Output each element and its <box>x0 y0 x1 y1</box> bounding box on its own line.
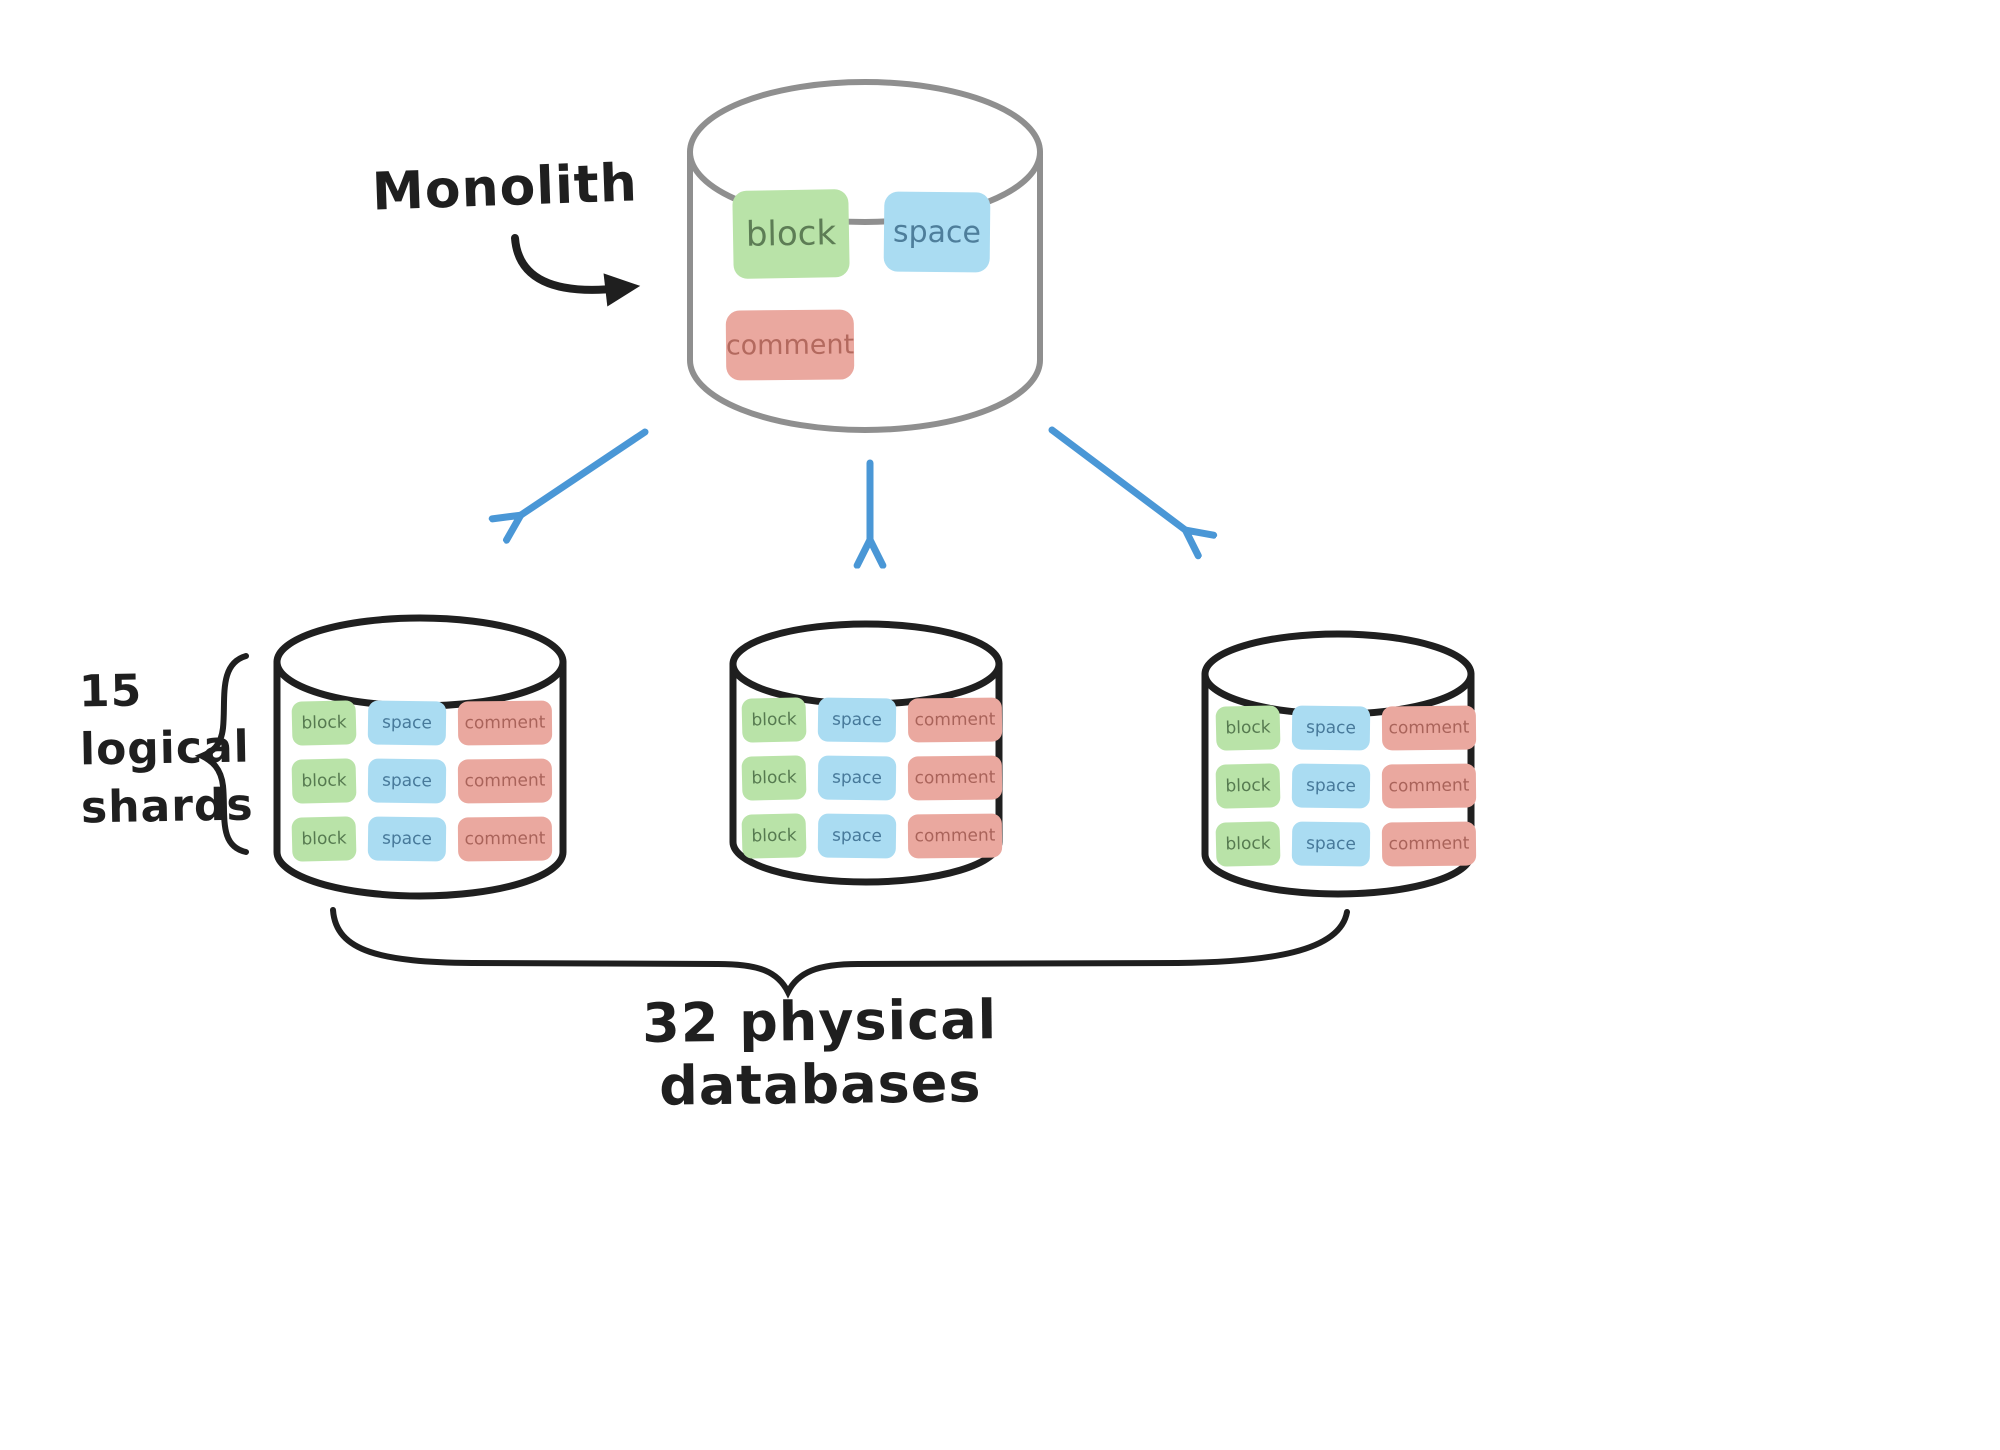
logical-shards-line-1: 15 <box>78 665 143 718</box>
chip-space: space <box>367 700 447 746</box>
chip-block: block <box>741 755 807 801</box>
physical-databases-label: 32 physical databases <box>641 988 998 1118</box>
chip-comment: comment <box>907 813 1003 859</box>
chip-block: block <box>291 700 357 746</box>
monolith-pointer-arrow <box>511 234 641 307</box>
shard-1-cylinder-top <box>273 614 567 710</box>
shard-2-cylinder-top <box>729 620 1003 708</box>
shard-3-cylinder-top <box>1201 630 1475 718</box>
chip-block: block <box>1215 763 1281 809</box>
chip-block: block <box>291 816 357 862</box>
logical-shards-line-2: logical <box>79 721 251 776</box>
chip-block: block <box>741 697 807 743</box>
chip-block: block <box>741 813 807 859</box>
monolith-table-space: space <box>883 191 991 273</box>
chip-comment: comment <box>457 816 553 862</box>
chip-block: block <box>291 758 357 804</box>
monolith-table-comment: comment <box>725 309 855 381</box>
monolith-cylinder-top <box>687 79 1043 225</box>
chip-space: space <box>367 816 447 862</box>
shard-2-grid: block space comment block space comment … <box>741 697 1003 859</box>
left-brace <box>194 653 249 855</box>
monolith-table-block: block <box>732 188 850 280</box>
shard-3-grid: block space comment block space comment … <box>1215 705 1477 867</box>
chip-space: space <box>367 758 447 804</box>
chip-space: space <box>1291 763 1371 809</box>
chip-block: block <box>1215 821 1281 867</box>
chip-comment: comment <box>1381 763 1477 809</box>
chip-space: space <box>817 813 897 859</box>
arrow-to-shard-1 <box>518 428 649 517</box>
shard-1-grid: block space comment block space comment … <box>291 700 553 862</box>
logical-shards-line-3: shards <box>80 779 255 834</box>
chip-space: space <box>817 755 897 801</box>
chip-space: space <box>1291 821 1371 867</box>
chip-block: block <box>1215 705 1281 751</box>
chip-comment: comment <box>907 755 1003 801</box>
chip-space: space <box>1291 705 1371 751</box>
chip-comment: comment <box>907 697 1003 743</box>
chip-comment: comment <box>457 700 553 746</box>
chip-comment: comment <box>1381 705 1477 751</box>
bottom-brace <box>330 907 1350 999</box>
chip-comment: comment <box>1381 821 1477 867</box>
chip-space: space <box>817 697 897 743</box>
logical-shards-label: 15 logical shards <box>78 661 254 838</box>
chip-comment: comment <box>457 758 553 804</box>
monolith-label: Monolith <box>371 153 639 223</box>
arrow-to-shard-3 <box>1048 426 1188 532</box>
